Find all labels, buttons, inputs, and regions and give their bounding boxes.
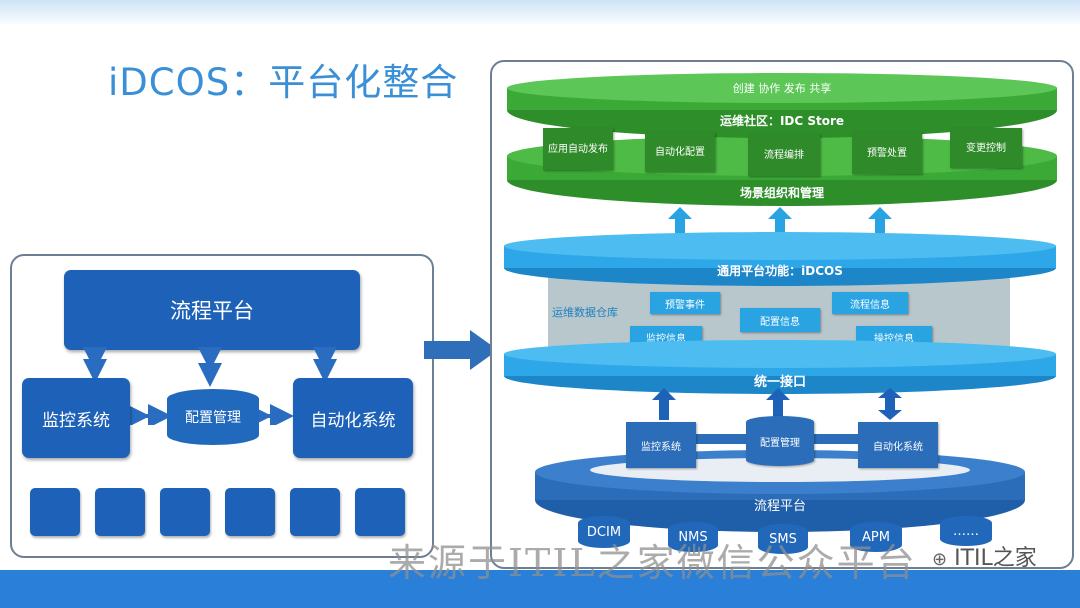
- left-sub-block-1: [30, 488, 80, 536]
- green-item-4: 预警处置: [852, 132, 922, 174]
- left-arrows: [83, 347, 337, 425]
- datasource-apm: APM: [850, 522, 902, 552]
- green-top-caption: 创建 协作 发布 共享: [732, 82, 832, 95]
- left-sub-block-3: [160, 488, 210, 536]
- datasource-sms: SMS: [758, 524, 808, 554]
- datasource-dcim: DCIM: [578, 516, 630, 548]
- scene-label: 场景组织和管理: [739, 186, 824, 200]
- community-label: 运维社区：IDC Store: [719, 114, 845, 128]
- lower-config-mgmt: 配置管理: [746, 416, 814, 466]
- up-arrow-config: [766, 388, 790, 420]
- up-arrows-top: [668, 207, 892, 239]
- watermark-badge: ⊕ ITIL之家: [932, 540, 1037, 572]
- tag-alarm-events: 预警事件: [650, 292, 720, 314]
- green-item-1: 应用自动发布: [543, 128, 613, 170]
- cyan-upper-disc: [504, 232, 1056, 286]
- updown-arrow-automation: [878, 388, 902, 420]
- unified-interface-label: 统一接口: [753, 375, 806, 390]
- lower-automation-system: 自动化系统: [858, 422, 938, 468]
- watermark-text: 来源于ITIL之家微信公众平台: [388, 541, 917, 585]
- top-decor-band: [0, 0, 1080, 26]
- slide-title: iDCOS：平台化整合: [108, 61, 459, 104]
- tag-config-info: 配置信息: [740, 308, 820, 332]
- green-item-3: 流程编排: [748, 134, 820, 176]
- cyan-lower-disc: [504, 340, 1056, 394]
- up-arrow-monitor: [652, 388, 676, 420]
- up-arrow-1: [668, 207, 692, 239]
- left-config-db: 配置管理: [167, 389, 259, 445]
- up-arrow-2: [768, 207, 792, 239]
- left-sub-block-6: [355, 488, 405, 536]
- general-platform-label: 通用平台功能：iDCOS: [717, 264, 843, 278]
- bottom-decor-band: [0, 570, 1080, 608]
- watermark-badge-text: ITIL之家: [954, 546, 1037, 571]
- tag-process-info: 流程信息: [832, 292, 908, 314]
- left-monitoring-system: 监控系统: [22, 378, 130, 458]
- left-sub-block-2: [95, 488, 145, 536]
- lower-process-platform-label: 流程平台: [753, 499, 806, 514]
- lower-monitoring-system: 监控系统: [626, 422, 696, 468]
- up-arrows-lower: [652, 388, 902, 420]
- wechat-icon: ⊕: [932, 549, 948, 570]
- left-sub-block-5: [290, 488, 340, 536]
- left-process-platform: 流程平台: [64, 270, 360, 350]
- green-item-5: 变更控制: [950, 128, 1022, 168]
- green-item-2: 自动化配置: [645, 132, 715, 172]
- up-arrow-3: [868, 207, 892, 239]
- datasource-nms: NMS: [668, 522, 718, 552]
- datasource-more: ……: [940, 516, 992, 546]
- warehouse-label: 运维数据仓库: [552, 306, 618, 319]
- left-to-right-arrow: [424, 330, 498, 370]
- left-sub-block-4: [225, 488, 275, 536]
- left-automation-system: 自动化系统: [293, 378, 413, 458]
